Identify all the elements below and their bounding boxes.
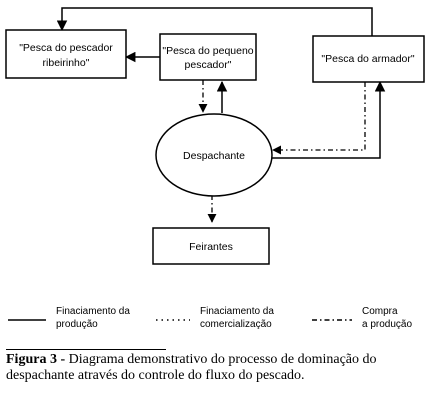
legend-dotted-line2: comercialização: [200, 319, 272, 330]
legend-item-dashdot: Compra a produção: [312, 306, 412, 330]
legend-solid-line2: produção: [56, 319, 98, 330]
legend-dashdot-line1: Compra: [362, 306, 398, 317]
node-pescador-ribeirinho-line2: ribeirinho": [43, 57, 90, 69]
legend-dotted-line1: Finaciamento da: [200, 306, 274, 317]
flow-armador-to-despachante: [272, 82, 366, 155]
node-armador: "Pesca do armador": [312, 35, 425, 83]
legend-item-dotted: Finaciamento da comercialização: [156, 306, 274, 330]
legend: Finaciamento da produção Finaciamento da…: [8, 306, 412, 330]
caption-text: Diagrama demonstrativo do processo de do…: [6, 352, 377, 383]
figure-caption: Figura 3 - Diagrama demonstrativo do pro…: [6, 352, 426, 384]
node-feirantes: Feirantes: [152, 227, 270, 265]
caption-label: Figura 3 -: [6, 352, 66, 367]
node-pescador-ribeirinho: "Pesca do pescador ribeirinho": [5, 29, 127, 79]
flow-armador-to-ribeirinho: [56, 7, 373, 36]
node-feirantes-label: Feirantes: [189, 241, 233, 253]
node-pequeno-pescador: "Pesca do pequeno pescador": [159, 33, 257, 81]
legend-dashdot-line2: a produção: [362, 319, 412, 330]
legend-solid-line1: Finaciamento da: [56, 306, 130, 317]
node-pescador-ribeirinho-line1: "Pesca do pescador: [19, 42, 113, 54]
legend-item-solid: Finaciamento da produção: [8, 306, 130, 330]
node-despachante-label: Despachante: [183, 150, 245, 162]
node-armador-label: "Pesca do armador": [321, 53, 415, 65]
flow-despachante-to-armador: [268, 80, 386, 159]
node-pequeno-pescador-line1: "Pesca do pequeno: [162, 45, 253, 57]
caption-rule: [6, 349, 166, 350]
node-despachante: Despachante: [155, 113, 273, 197]
node-pequeno-pescador-line2: pescador": [185, 59, 232, 71]
